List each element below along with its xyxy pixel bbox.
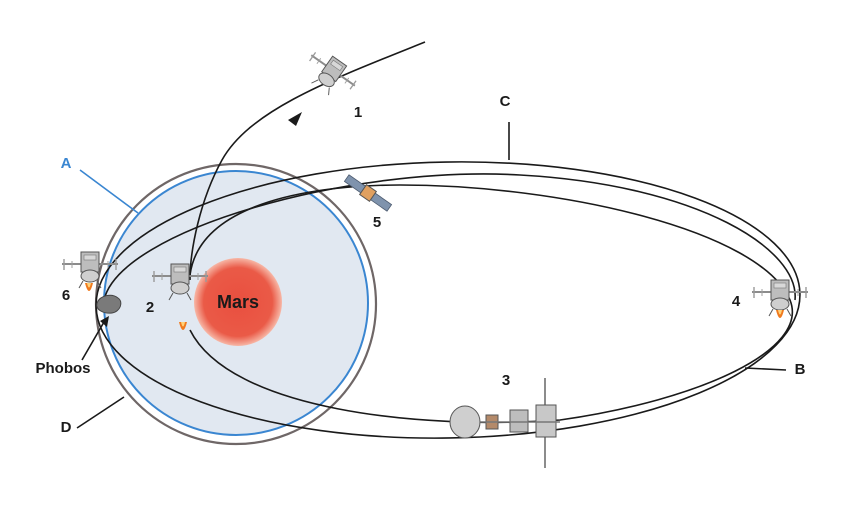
- step-3-label: 3: [502, 372, 510, 389]
- step-2-label: 2: [146, 299, 154, 316]
- mars-planet: [194, 258, 282, 346]
- label-b: B: [795, 361, 806, 378]
- phobos-leader: [81, 321, 105, 361]
- leader-a: [79, 169, 139, 214]
- orbit-b: [189, 184, 793, 424]
- arrowhead-icon: [100, 316, 109, 327]
- phobos-label: Phobos: [36, 360, 91, 377]
- label-a: A: [61, 155, 72, 172]
- step-1-label: 1: [354, 104, 362, 121]
- spacecraft-icon: [343, 174, 393, 212]
- leader-d: [76, 396, 125, 429]
- orbit-transfer: [103, 173, 796, 301]
- approach-trajectory: [189, 41, 426, 281]
- step-6-label: 6: [62, 287, 70, 304]
- mars-label: Mars: [217, 292, 259, 312]
- label-c: C: [500, 93, 511, 110]
- orbit-c: [95, 161, 801, 439]
- leader-b: [744, 367, 787, 371]
- asteroid-icon: [96, 294, 122, 314]
- step-5-label: 5: [373, 214, 381, 231]
- arrowhead-icon: [288, 112, 302, 126]
- label-d: D: [61, 419, 72, 436]
- spacecraft-icon: [449, 378, 560, 468]
- step-4-label: 4: [732, 293, 741, 310]
